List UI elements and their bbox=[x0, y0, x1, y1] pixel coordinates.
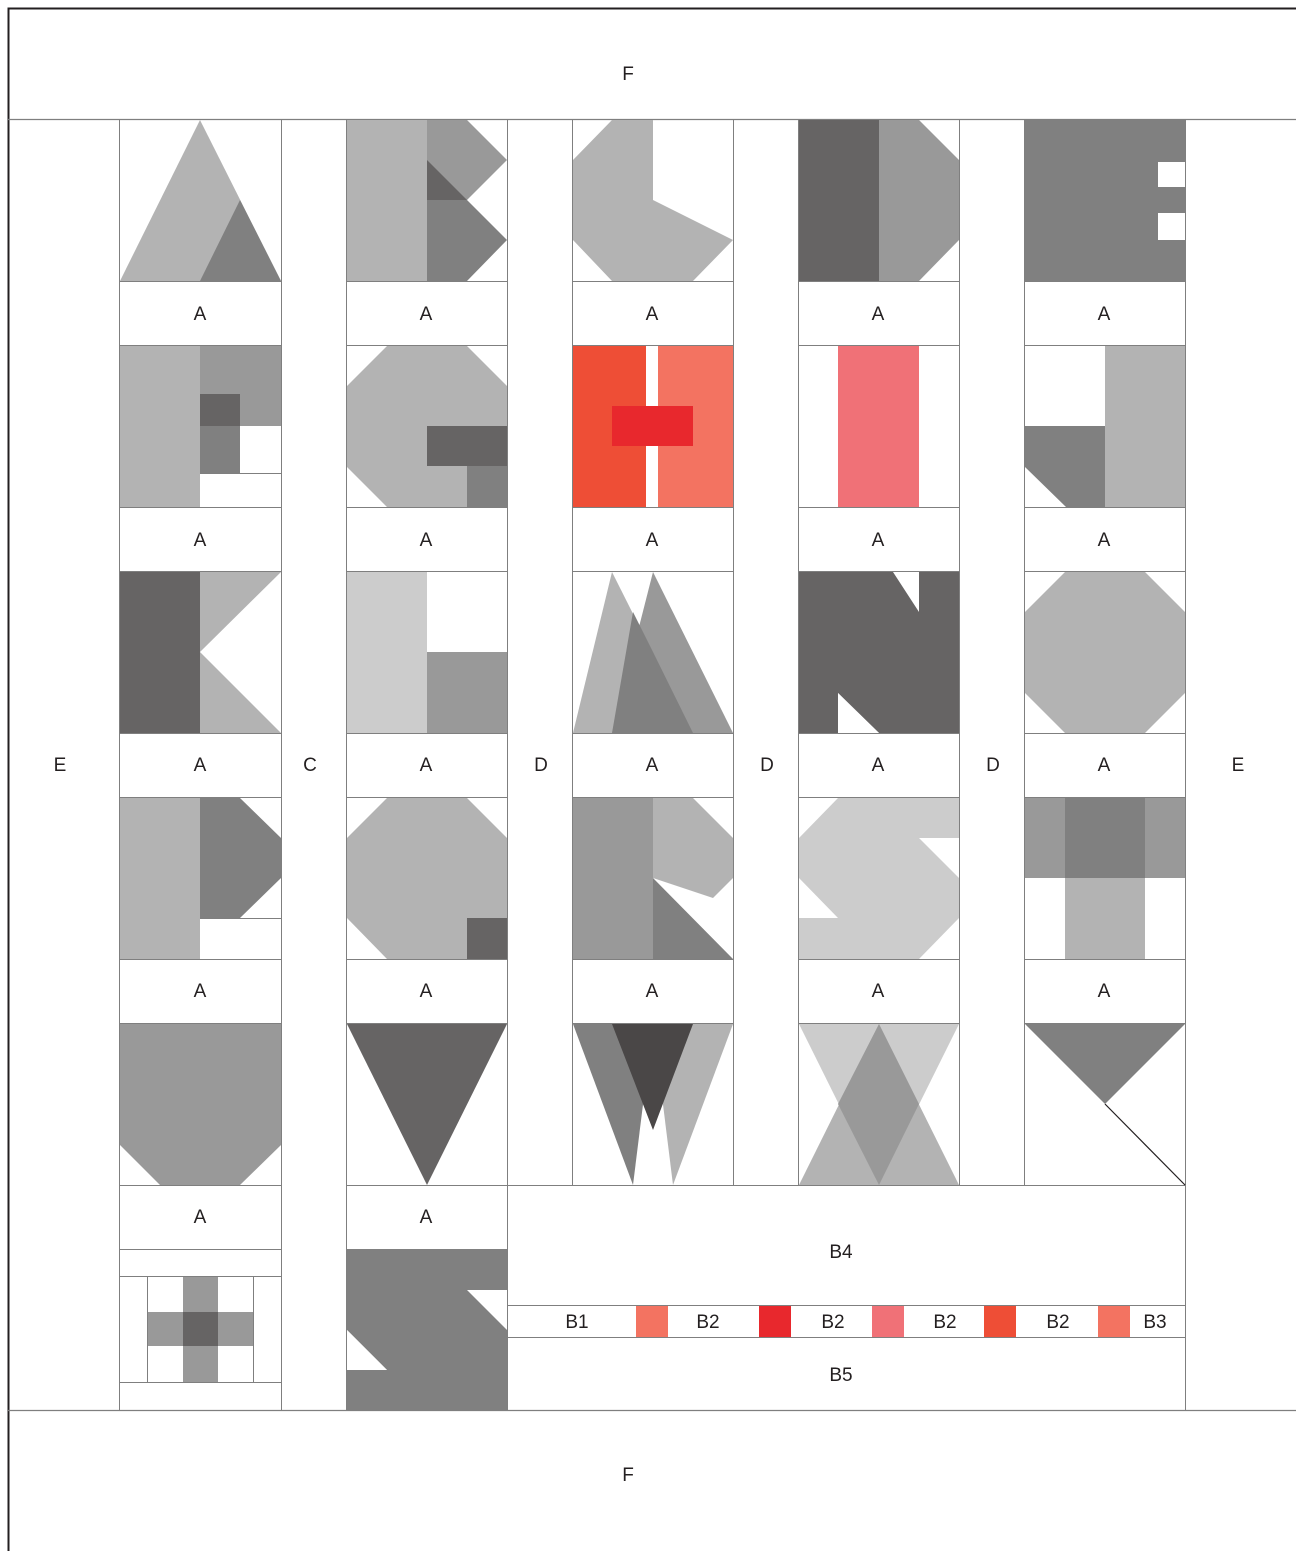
strip-item-b2: B2 bbox=[933, 1312, 956, 1333]
block-label-a: A bbox=[872, 755, 885, 776]
block-label-a: A bbox=[194, 1207, 207, 1228]
block-label-a: A bbox=[872, 304, 885, 325]
strip-swatch-3 bbox=[872, 1306, 904, 1337]
block-label-a: A bbox=[420, 304, 433, 325]
block-letter-r bbox=[573, 798, 733, 959]
bottom-border-label: F bbox=[622, 1465, 634, 1486]
block-letter-f bbox=[120, 346, 281, 507]
block-letter-y bbox=[1025, 1024, 1185, 1185]
strip-item-b3: B3 bbox=[1143, 1312, 1166, 1333]
block-letter-j bbox=[1025, 346, 1185, 507]
block-letter-g bbox=[347, 346, 507, 507]
block-letter-o bbox=[1025, 572, 1185, 733]
strip-item-b2: B2 bbox=[1046, 1312, 1069, 1333]
block-letter-c bbox=[573, 120, 733, 281]
block-letter-m bbox=[573, 572, 733, 733]
block-label-a: A bbox=[646, 304, 659, 325]
block-label-a: A bbox=[1098, 981, 1111, 1002]
block-label-a: A bbox=[420, 1207, 433, 1228]
block-letter-u bbox=[120, 1024, 281, 1185]
block-letter-q bbox=[347, 798, 507, 959]
block-label-a: A bbox=[646, 755, 659, 776]
strip-swatch-2 bbox=[759, 1306, 791, 1337]
block-label-a: A bbox=[1098, 304, 1111, 325]
strip-b5-label: B5 bbox=[829, 1365, 852, 1386]
left-border-label: E bbox=[54, 755, 67, 776]
strip-item-b2: B2 bbox=[696, 1312, 719, 1333]
block-label-a: A bbox=[194, 755, 207, 776]
strip-swatch-1 bbox=[636, 1306, 668, 1337]
block-label-a: A bbox=[194, 530, 207, 551]
block-letter-l bbox=[347, 572, 507, 733]
block-letter-d bbox=[799, 120, 959, 281]
block-letter-i bbox=[838, 346, 919, 507]
block-letter-h bbox=[573, 346, 733, 507]
block-label-a: A bbox=[646, 530, 659, 551]
block-label-a: A bbox=[872, 981, 885, 1002]
block-letter-a bbox=[120, 120, 281, 281]
block-small-plus bbox=[147, 1277, 254, 1382]
block-label-a: A bbox=[1098, 530, 1111, 551]
block-label-a: A bbox=[420, 981, 433, 1002]
block-letter-s bbox=[799, 798, 959, 959]
sashing-d-label-3: D bbox=[986, 755, 1000, 776]
block-letter-t bbox=[1025, 798, 1185, 959]
block-letter-e bbox=[1025, 120, 1185, 281]
block-letter-b bbox=[347, 120, 507, 281]
strip-swatch-4 bbox=[984, 1306, 1016, 1337]
right-border-label: E bbox=[1232, 755, 1245, 776]
block-letter-k bbox=[120, 572, 281, 733]
block-letter-p bbox=[120, 798, 281, 959]
block-label-a: A bbox=[872, 530, 885, 551]
block-letter-x bbox=[799, 1024, 959, 1185]
block-label-a: A bbox=[420, 755, 433, 776]
strip-item-b1: B1 bbox=[565, 1312, 588, 1333]
strip-swatch-5 bbox=[1098, 1306, 1130, 1337]
block-label-a: A bbox=[420, 530, 433, 551]
block-label-a: A bbox=[194, 981, 207, 1002]
sashing-c-label: C bbox=[303, 755, 317, 776]
block-letter-w bbox=[573, 1024, 733, 1185]
block-label-a: A bbox=[646, 981, 659, 1002]
block-label-a: A bbox=[1098, 755, 1111, 776]
block-label-a: A bbox=[194, 304, 207, 325]
sashing-d-label-1: D bbox=[534, 755, 548, 776]
block-letter-z bbox=[347, 1249, 507, 1410]
block-letter-n bbox=[799, 572, 959, 733]
sashing-d-label-2: D bbox=[760, 755, 774, 776]
top-border-label: F bbox=[622, 64, 634, 85]
strip-b4-label: B4 bbox=[829, 1242, 853, 1263]
block-letter-v bbox=[347, 1024, 507, 1185]
strip-item-b2: B2 bbox=[821, 1312, 844, 1333]
